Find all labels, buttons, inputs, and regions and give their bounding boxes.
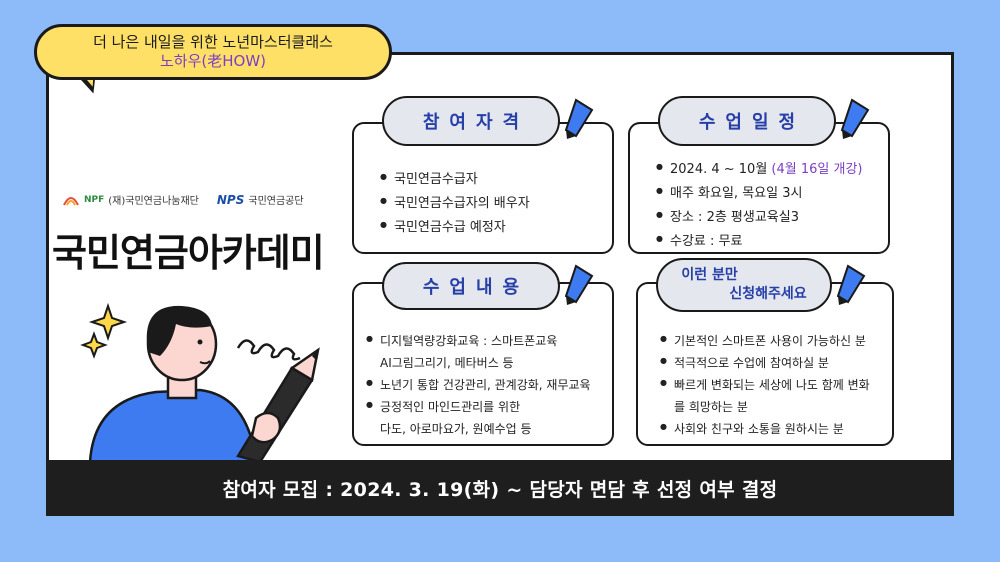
list-item: 국민연금수급자의 배우자 — [380, 192, 530, 216]
eligibility-list: 국민연금수급자 국민연금수급자의 배우자 국민연금수급 예정자 — [380, 168, 530, 240]
schedule-title: 수업일정 — [698, 112, 806, 133]
speech-bubble: 더 나은 내일을 위한 노년마스터클래스 노하우(老HOW) — [34, 24, 392, 80]
list-item-continued: 다도, 아로마요가, 원예수업 등 — [380, 422, 532, 436]
schedule-dates: 2024. 4 ~ 10월 — [670, 162, 772, 177]
eligibility-title: 참여자격 — [422, 112, 530, 133]
list-item: 기본적인 스마트폰 사용이 가능하신 분 — [660, 330, 870, 352]
eligibility-title-pill: 참여자격 — [382, 96, 560, 146]
list-item: 적극적으로 수업에 참여하실 분 — [660, 352, 870, 374]
schedule-start-date: (4월 16일 개강) — [771, 162, 863, 177]
list-item-continued: 를 희망하는 분 — [674, 400, 748, 414]
giant-pencil-icon — [236, 347, 320, 462]
content-title: 수업내용 — [422, 277, 530, 298]
pencil-icon — [836, 264, 866, 305]
content-title-pill: 수업내용 — [382, 262, 560, 310]
list-item: 디지털역량강화교육 : 스마트폰교육 — [366, 330, 591, 352]
nps-mark: NPS — [216, 192, 245, 207]
list-item: 매주 화요일, 목요일 3시 — [656, 182, 862, 206]
content-list: 디지털역량강화교육 : 스마트폰교육 AI그림그리기, 메타버스 등 노년기 통… — [366, 330, 591, 440]
logo-row: NPF (재)국민연금나눔재단 NPS 국민연금공단 — [62, 192, 304, 207]
schedule-list: 2024. 4 ~ 10월 (4월 16일 개강) 매주 화요일, 목요일 3시… — [656, 158, 862, 254]
list-item-continued: AI그림그리기, 메타버스 등 — [380, 356, 514, 370]
schedule-title-pill: 수업일정 — [658, 96, 836, 146]
bubble-line2: 노하우(老HOW) — [159, 52, 267, 70]
target-title-line2: 신청해주세요 — [729, 286, 807, 302]
pencil-icon — [840, 98, 870, 139]
list-item: 노년기 통합 건강관리, 관계강화, 재무교육 — [366, 374, 591, 396]
npf-logo: NPF (재)국민연금나눔재단 — [62, 192, 199, 207]
recruitment-footer: 참여자 모집 : 2024. 3. 19(화) ~ 담당자 면담 후 선정 여부… — [46, 460, 954, 516]
recruitment-text: 참여자 모집 : 2024. 3. 19(화) ~ 담당자 면담 후 선정 여부… — [222, 478, 778, 501]
target-title-pill: 이런 분만 신청해주세요 — [656, 258, 832, 312]
list-item: 국민연금수급자 — [380, 168, 530, 192]
nps-name: 국민연금공단 — [248, 196, 304, 207]
list-item: 장소 : 2층 평생교육실3 — [656, 206, 862, 230]
list-item: 빠르게 변화되는 세상에 나도 함께 변화 — [660, 374, 870, 396]
person-illustration — [80, 302, 320, 462]
bubble-line1: 더 나은 내일을 위한 노년마스터클래스 — [93, 33, 333, 52]
target-list: 기본적인 스마트폰 사용이 가능하신 분 적극적으로 수업에 참여하실 분 빠르… — [660, 330, 870, 440]
sparkle-icon — [80, 302, 128, 359]
npf-name: (재)국민연금나눔재단 — [108, 196, 199, 207]
list-item: 국민연금수급 예정자 — [380, 216, 530, 240]
list-item: 2024. 4 ~ 10월 (4월 16일 개강) — [656, 158, 862, 182]
list-item: 수강료 : 무료 — [656, 230, 862, 254]
npf-logo-icon — [63, 196, 79, 205]
pencil-icon — [564, 264, 594, 305]
target-title: 이런 분만 신청해주세요 — [681, 266, 806, 304]
nps-logo: NPS 국민연금공단 — [216, 192, 304, 208]
target-title-line1: 이런 분만 — [681, 267, 738, 284]
npf-mark: NPF — [84, 194, 105, 205]
list-item: 사회와 친구와 소통을 원하시는 분 — [660, 418, 870, 440]
list-item: 긍정적인 마인드관리를 위한 — [366, 396, 591, 418]
main-title: 국민연금아카데미 — [52, 231, 325, 275]
pencil-icon — [564, 98, 594, 139]
